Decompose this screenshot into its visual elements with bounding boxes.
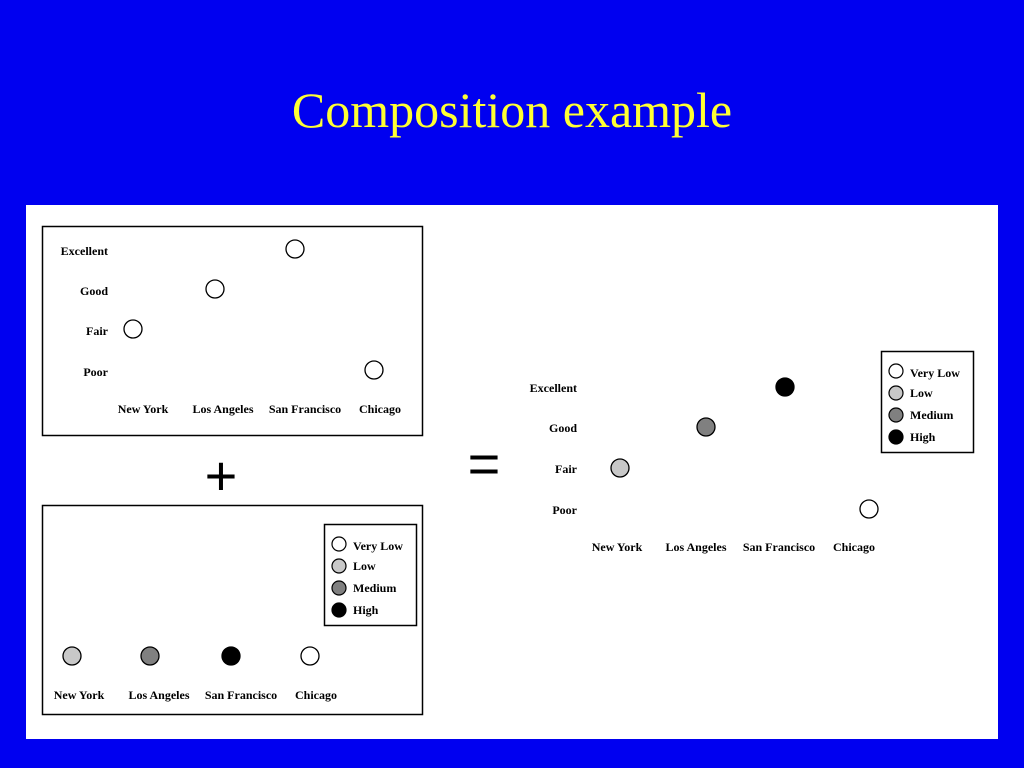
quality-point-new-york [123, 319, 143, 339]
cost-chart-frame [41, 504, 424, 716]
composed-point-chicago [859, 499, 879, 519]
quality-ylabel-good: Good [80, 284, 108, 298]
composed-xlabel-chicago: Chicago [833, 540, 875, 554]
composed-legend-label-low: Low [910, 386, 933, 400]
cost-legend-swatch-very-low [331, 536, 347, 552]
cost-point-new-york [62, 646, 82, 666]
composed-legend-swatch-low [888, 385, 904, 401]
composed-point-los-angeles [696, 417, 716, 437]
composed-legend-label-medium: Medium [910, 408, 953, 422]
cost-point-chicago [300, 646, 320, 666]
quality-point-los-angeles [205, 279, 225, 299]
cost-point-san-francisco [221, 646, 241, 666]
quality-xlabel-san-francisco: San Francisco [269, 402, 341, 416]
cost-legend-swatch-low [331, 558, 347, 574]
cost-xlabel-san-francisco: San Francisco [205, 688, 277, 702]
quality-point-chicago [364, 360, 384, 380]
composed-legend-swatch-high [888, 429, 904, 445]
composed-ylabel-good: Good [549, 421, 577, 435]
quality-ylabel-excellent: Excellent [61, 244, 108, 258]
cost-legend-label-medium: Medium [353, 581, 396, 595]
composed-legend-swatch-medium [888, 407, 904, 423]
cost-legend-swatch-high [331, 602, 347, 618]
quality-xlabel-new-york: New York [118, 402, 169, 416]
cost-legend-label-high: High [353, 603, 379, 617]
composed-legend-label-very-low: Very Low [910, 366, 960, 380]
equals-sign: = [468, 432, 501, 495]
quality-xlabel-chicago: Chicago [359, 402, 401, 416]
cost-xlabel-los-angeles: Los Angeles [128, 688, 189, 702]
composed-ylabel-poor: Poor [552, 503, 577, 517]
cost-legend-label-very-low: Very Low [353, 539, 403, 553]
cost-legend-label-low: Low [353, 559, 376, 573]
composed-xlabel-los-angeles: Los Angeles [665, 540, 726, 554]
quality-point-san-francisco [285, 239, 305, 259]
cost-xlabel-new-york: New York [54, 688, 105, 702]
quality-chart-frame [41, 225, 424, 437]
plus-sign: + [205, 444, 238, 507]
quality-ylabel-poor: Poor [83, 365, 108, 379]
quality-xlabel-los-angeles: Los Angeles [192, 402, 253, 416]
cost-legend-swatch-medium [331, 580, 347, 596]
composed-ylabel-fair: Fair [555, 462, 578, 476]
slide-title: Composition example [291, 82, 733, 138]
composed-xlabel-new-york: New York [592, 540, 643, 554]
composed-xlabel-san-francisco: San Francisco [743, 540, 815, 554]
composed-point-san-francisco [775, 377, 795, 397]
composed-legend-swatch-very-low [888, 363, 904, 379]
cost-xlabel-chicago: Chicago [295, 688, 337, 702]
composed-legend-label-high: High [910, 430, 936, 444]
quality-ylabel-fair: Fair [86, 324, 109, 338]
cost-point-los-angeles [140, 646, 160, 666]
composed-point-new-york [610, 458, 630, 478]
composed-ylabel-excellent: Excellent [530, 381, 577, 395]
